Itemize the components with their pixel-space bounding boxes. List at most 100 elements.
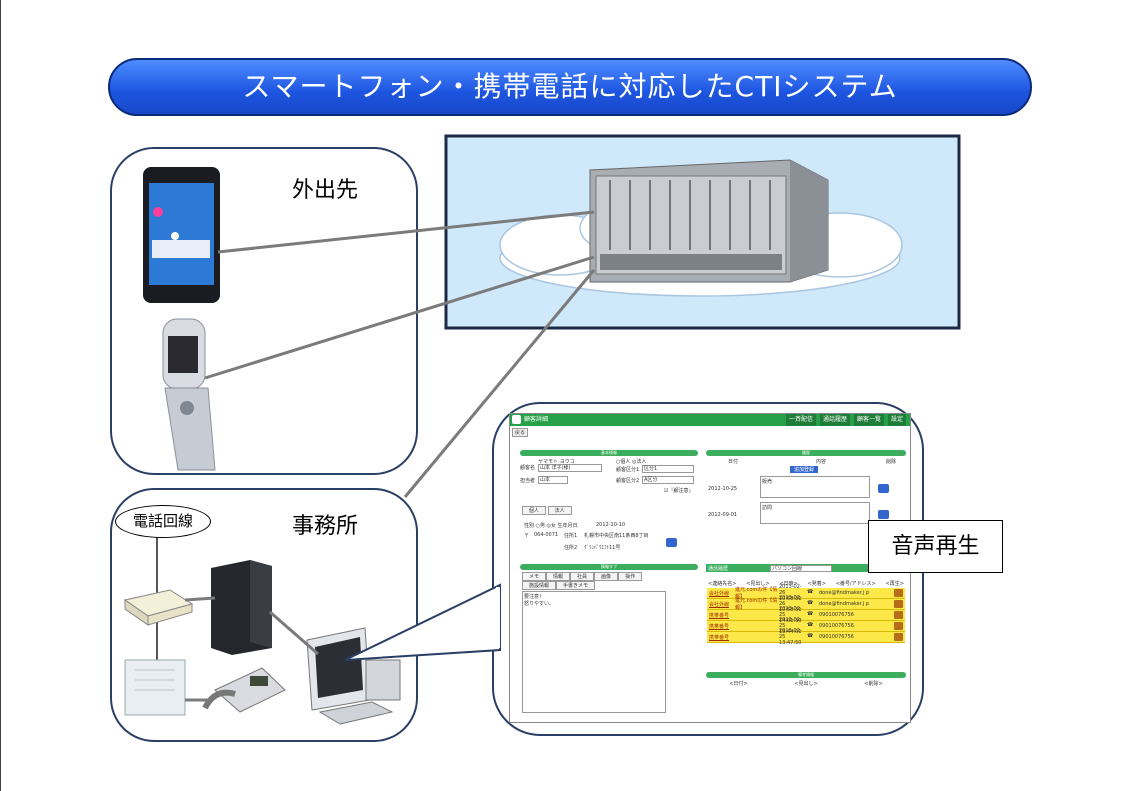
audio-playback-callout: 音声再生 (868, 520, 1003, 573)
category2-select[interactable] (642, 476, 694, 484)
bubble-pointer (344, 583, 501, 661)
info-subtab-facility[interactable]: 施設情報 (522, 581, 557, 590)
app-header: 顧客詳細 一斉配信 通話履歴 顧客一覧 設定 (510, 414, 910, 426)
call-row-4[interactable]: 携帯番号 2013-02-25 13:44:01 ☎ 09010076756 (707, 617, 905, 635)
tab-person[interactable]: 個人 (522, 506, 547, 515)
category1-label: 顧客区分1 (616, 467, 640, 473)
call-row-1-direction-icon: ☎ (807, 589, 814, 595)
call-row-3-number: 09010076756 (819, 612, 854, 618)
address2-value[interactable]: ｸﾞﾗﾝﾊﾟｳｴﾌﾄ11号 (584, 545, 621, 551)
call-row-4-play-icon[interactable] (894, 622, 903, 630)
history-row-2-date: 2012-09-01 (708, 512, 738, 518)
category2-value: A区分 (644, 477, 658, 483)
history-row-2-delete[interactable] (878, 510, 889, 519)
office-label: 事務所 (292, 514, 359, 539)
customer-name: 山本 洋子(様) (540, 465, 571, 471)
call-row-3-name[interactable]: 携帯番号 (709, 612, 730, 619)
call-row-5-play-icon[interactable] (894, 633, 903, 641)
postal-label: 〒 (524, 533, 530, 539)
call-row-5-number: 09010076756 (819, 634, 854, 640)
call-row-5-direction-icon: ☎ (807, 633, 814, 639)
notes-col-date: <日付> (729, 681, 748, 687)
call-row-4-name[interactable]: 携帯番号 (709, 623, 730, 630)
call-row-5-name[interactable]: 携帯番号 (709, 634, 730, 641)
call-row-1-subject[interactable]: 進元.comの件【情報】 (735, 587, 778, 600)
slide-left-border (0, 0, 1, 791)
search-address-button[interactable] (666, 538, 677, 547)
router-icon (123, 589, 194, 626)
owner-select[interactable] (538, 476, 568, 484)
basic-info-section: 基本情報 ヤマモト ヨウコ 顧客名 山本 洋子(様) ○個人 ◎法人 顧客区分1… (520, 450, 698, 560)
memo-line-1: 要注意！ (524, 594, 545, 600)
call-col-number: <番号/アドレス> (835, 581, 876, 587)
call-row-1[interactable]: 会社外線 進元.comの件【情報】 2013-02-26 10:58:31 ☎ … (707, 584, 905, 602)
call-row-1-date: 2013-02-26 10:58:31 (779, 584, 802, 602)
call-row-1-play-icon[interactable] (894, 589, 903, 597)
tab-corporation[interactable]: 法人 (547, 506, 572, 515)
address2-label: 住所2 (564, 545, 578, 551)
call-col-date: <日時> (779, 581, 798, 587)
app-logo-icon (512, 415, 521, 424)
call-col-subject: <見出し> (746, 581, 770, 587)
memo-line-2: 怒りやすい。 (524, 601, 555, 607)
tower-pc-icon (211, 560, 272, 655)
owner-value: 山本 (540, 477, 551, 483)
caution-checkbox[interactable]: ☑『顧注意』 (664, 488, 694, 494)
category1-select[interactable] (642, 465, 694, 473)
notes-col-delete: <削除> (864, 681, 883, 687)
info-tab-info[interactable]: 情報 (546, 572, 571, 581)
customer-kana: ヤマモト ヨウコ (538, 459, 575, 465)
call-row-2-subject[interactable]: 進元.comの件【情報】 (735, 598, 778, 611)
customer-name-field[interactable] (538, 464, 602, 472)
app-title: 顧客詳細 (524, 416, 549, 423)
call-history-section: 通話履歴 パソコン回線 <連絡先名> <見出し> <日時> <発着> <番号/ア… (706, 564, 906, 672)
back-button[interactable]: 戻る (512, 428, 529, 437)
call-row-1-name[interactable]: 会社外線 (709, 590, 730, 597)
info-tab-operation[interactable]: 操作 (618, 572, 643, 581)
call-col-name: <連絡先名> (708, 581, 737, 587)
birthdate[interactable]: 2012-10-10 (596, 522, 626, 528)
history-row-1-delete[interactable] (878, 484, 889, 493)
call-history-header: 通話履歴 (708, 566, 729, 572)
nav-call-history[interactable]: 通話履歴 (819, 414, 850, 426)
call-row-5[interactable]: 携帯番号 2013-02-25 13:47:50 ☎ 09010076756 (707, 628, 905, 646)
nav-settings[interactable]: 設定 (887, 414, 906, 426)
call-row-2[interactable]: 会社外線 進元.comの件【情報】 2013-02-26 10:58:31 ☎ … (707, 595, 905, 613)
call-row-3-play-icon[interactable] (894, 611, 903, 619)
call-row-2-number: done@findmaker.j p (819, 601, 870, 607)
call-filter-select[interactable] (770, 565, 832, 572)
server-icon (589, 159, 829, 283)
notes-header: 備考情報 (706, 672, 906, 678)
memo-textarea[interactable]: 要注意！ 怒りやすい。 (522, 591, 666, 713)
history-row-1-text: 販売 (762, 479, 773, 485)
pbx-icon (124, 659, 186, 716)
history-row-1-content[interactable] (760, 476, 870, 498)
call-row-4-direction-icon: ☎ (807, 622, 814, 628)
call-row-3[interactable]: 携帯番号 2013-02-25 14:01:30 ☎ 09010076756 (707, 606, 905, 624)
history-add-button[interactable]: 追加登録 (790, 466, 819, 473)
nav-broadcast[interactable]: 一斉配信 (785, 414, 816, 426)
call-row-4-number: 09010076756 (819, 623, 854, 629)
history-col-date: 日付 (728, 459, 739, 465)
info-tab-staff[interactable]: 社員 (570, 572, 595, 581)
info-tab-memo[interactable]: メモ (522, 572, 547, 581)
nav-customer-list[interactable]: 顧客一覧 (853, 414, 884, 426)
address1-value[interactable]: 札幌市中央区南11条西8丁目 (584, 533, 649, 539)
history-col-content: 内容 (816, 459, 827, 465)
desk-phone-icon (202, 667, 286, 713)
flip-phone-icon (162, 318, 216, 471)
history-row-2-content[interactable] (760, 502, 870, 524)
basic-info-header: 基本情報 (520, 450, 698, 456)
info-header: 情報タブ (520, 564, 698, 570)
postal-value[interactable]: 064-0071 (534, 532, 559, 538)
type-options[interactable]: ○個人 ◎法人 (616, 459, 647, 465)
smartphone-icon (143, 167, 220, 303)
call-row-2-play-icon[interactable] (894, 600, 903, 608)
info-tab-image[interactable]: 画像 (594, 572, 619, 581)
info-subtab-handwritten[interactable]: 手書きメモ (556, 581, 596, 590)
address1-label: 住所1 (564, 533, 578, 539)
call-row-2-date: 2013-02-26 10:58:31 (779, 595, 802, 613)
call-row-1-number: done@findmaker.j p (819, 590, 870, 596)
call-row-2-name[interactable]: 会社外線 (709, 601, 730, 608)
